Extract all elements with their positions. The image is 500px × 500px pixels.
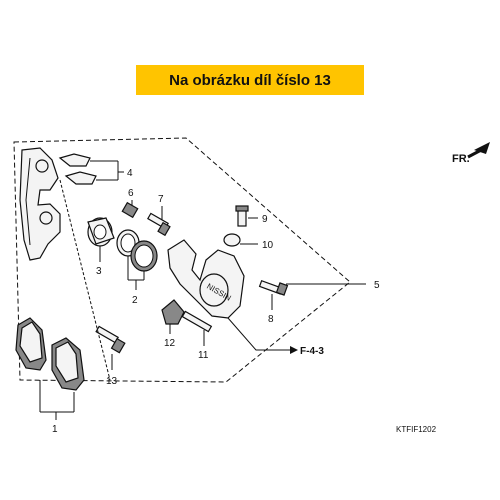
- bracket-bolt: [95, 325, 126, 354]
- caliper-bracket: [19, 147, 61, 261]
- bleeder-screw: [121, 201, 139, 219]
- callout-7: 7: [158, 194, 164, 205]
- leader-lines: [39, 160, 366, 420]
- callout-9: 9: [262, 214, 268, 225]
- callout-5: 5: [374, 280, 380, 291]
- callout-11: 11: [198, 350, 209, 361]
- callout-4: 4: [127, 168, 133, 179]
- callout-10: 10: [262, 240, 274, 251]
- piston: [87, 217, 115, 247]
- callout-2: 2: [132, 295, 138, 306]
- slide-pin: [181, 310, 213, 333]
- bleeder-cap: [223, 233, 241, 247]
- callout-labels: 1 2 3 4 5 6 7 8 9 10 11 12 13: [52, 168, 380, 435]
- pad-spring-set: [58, 153, 97, 185]
- diagram-code: KTFIF1202: [396, 425, 437, 434]
- callout-3: 3: [96, 266, 102, 277]
- part-number-banner: Na obrázku díl číslo 13: [136, 65, 364, 95]
- callout-8: 8: [268, 314, 274, 325]
- callout-12: 12: [164, 338, 176, 349]
- direction-label: FR.: [452, 153, 470, 165]
- callout-13: 13: [106, 376, 118, 387]
- callout-1: 1: [52, 424, 58, 435]
- pin-bolt: [147, 212, 171, 237]
- banner-text: Na obrázku díl číslo 13: [169, 71, 331, 89]
- reference-label: F-4-3: [300, 346, 324, 357]
- reference-arrow-icon: [290, 346, 298, 354]
- direction-indicator: FR.: [452, 142, 490, 165]
- caliper-body: NISSIN: [167, 239, 245, 319]
- piston-seal-set: [116, 229, 158, 272]
- bleeder-valve: [235, 205, 249, 227]
- caliper-bolt: [258, 279, 289, 296]
- brake-pad-set: [15, 317, 85, 391]
- pin-boot: [161, 299, 185, 325]
- callout-6: 6: [128, 188, 134, 199]
